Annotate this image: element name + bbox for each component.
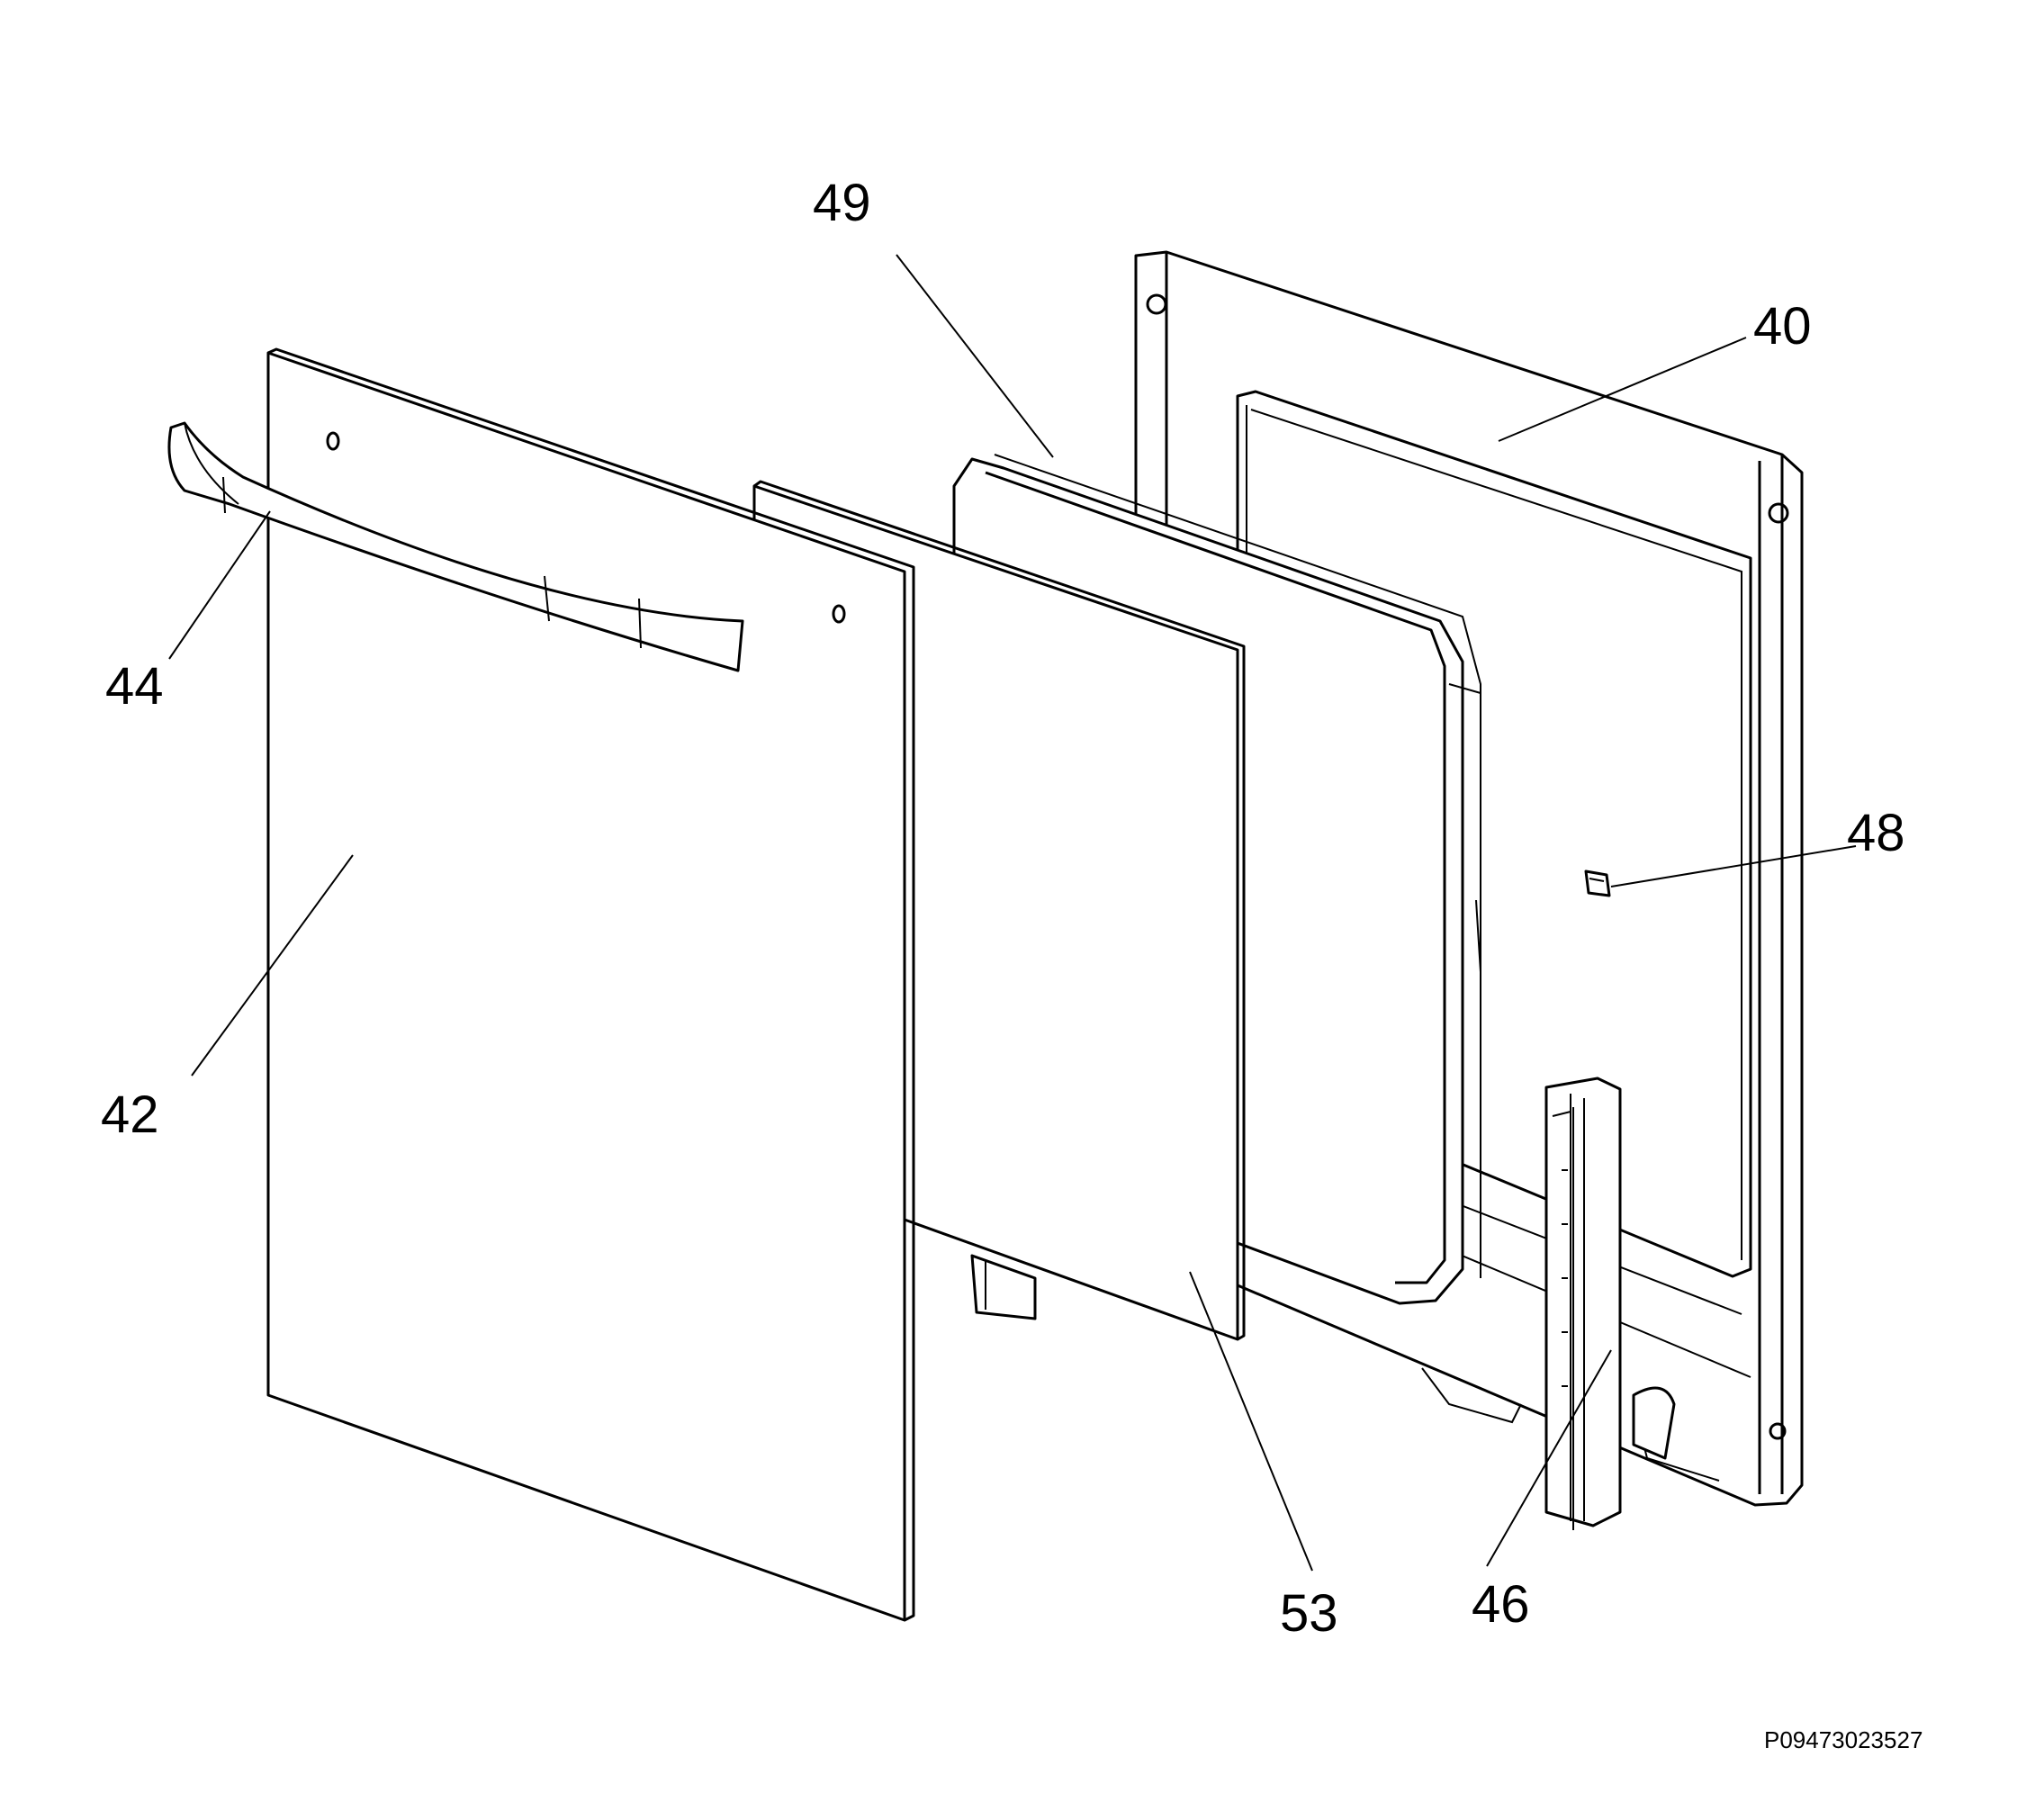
leader-49: [896, 254, 1054, 458]
part-44-handle: [167, 421, 744, 672]
part-48-clip: [1584, 869, 1611, 897]
callout-46: 46: [1472, 1575, 1530, 1634]
leader-lines: [168, 254, 1857, 1572]
part-46-hinge-bracket: [1544, 1077, 1676, 1530]
document-number: P09473023527: [1764, 1726, 1922, 1753]
callout-48: 48: [1847, 804, 1905, 862]
callout-53: 53: [1280, 1584, 1338, 1643]
leader-44: [168, 510, 271, 660]
callout-42: 42: [101, 1086, 159, 1144]
callout-49: 49: [813, 174, 871, 232]
part-42-outer-door-panel: [266, 347, 915, 1622]
leader-48: [1610, 845, 1857, 887]
leader-46: [1486, 1349, 1612, 1567]
callout-44: 44: [105, 657, 164, 716]
callout-40: 40: [1753, 297, 1812, 356]
leader-53: [1189, 1271, 1313, 1572]
leader-42: [191, 854, 354, 1077]
leader-40: [1498, 337, 1747, 442]
